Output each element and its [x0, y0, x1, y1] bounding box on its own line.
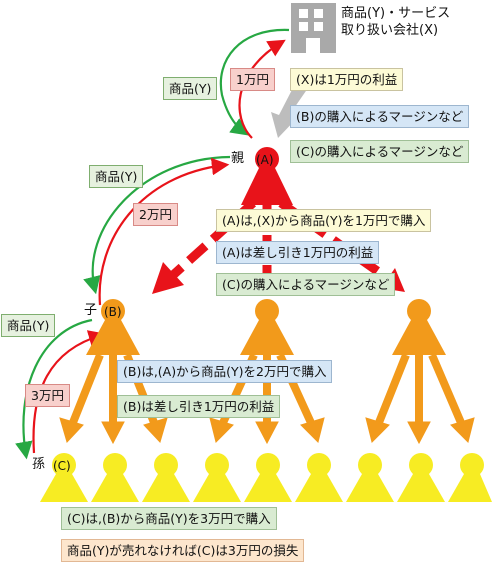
note-c-buys: (C)は,(B)から商品(Y)を3万円で購入	[61, 507, 277, 530]
note-c-margin-mid: (C)の購入によるマージンなど	[216, 273, 396, 296]
grandchild-label: 孫	[32, 457, 46, 472]
price-3-label: 3万円	[25, 384, 70, 407]
product-y-top-label: 商品(Y)	[163, 77, 218, 100]
grandchild-figure-6	[295, 453, 343, 502]
note-x-profit: (X)は1万円の利益	[290, 68, 404, 91]
company-line-1: 商品(Y)・サービス	[341, 6, 451, 21]
note-c-loss: 商品(Y)が売れなければ(C)は3万円の損失	[61, 539, 305, 562]
red-flow-low	[32, 330, 107, 454]
product-y-mid-label: 商品(Y)	[89, 165, 144, 188]
gray-arrow	[271, 82, 308, 138]
green-flow-low	[15, 318, 93, 460]
company-line-2: 取り扱い会社(X)	[341, 23, 439, 38]
grandchild-c-figure	[40, 453, 88, 502]
note-b-margin: (B)の購入によるマージンなど	[290, 105, 470, 128]
note-b-profit: (B)は差し引き1万円の利益	[117, 395, 281, 418]
grandchild-badge: (C)	[53, 459, 71, 473]
grandchild-figure-7	[346, 453, 394, 502]
grandchild-figure-8	[397, 453, 445, 502]
child-badge: (B)	[104, 305, 122, 319]
product-y-low-label: 商品(Y)	[1, 314, 56, 337]
parent-figure	[241, 147, 293, 205]
red-flow-top	[238, 39, 286, 139]
note-b-buys: (B)は,(A)から商品(Y)を2万円で購入	[117, 360, 333, 383]
green-flow-top	[219, 28, 290, 136]
note-c-margin-top: (C)の購入によるマージンなど	[290, 140, 470, 163]
price-2-label: 2万円	[133, 203, 178, 226]
green-flow-mid	[83, 155, 231, 295]
grandchild-figure-3	[142, 453, 190, 502]
red-flow-mid	[98, 157, 230, 306]
note-a-profit: (A)は差し引き1万円の利益	[216, 241, 380, 264]
grandchild-figure-4	[193, 453, 241, 502]
grandchild-figure-2	[91, 453, 139, 502]
child-figure-2	[240, 299, 294, 355]
note-a-buys: (A)は,(X)から商品(Y)を1万円で購入	[216, 209, 432, 232]
grandchild-figure-5	[244, 453, 292, 502]
price-1-label: 1万円	[230, 68, 275, 91]
parent-badge: (A)	[256, 153, 274, 167]
parent-label: 親	[231, 151, 245, 166]
grandchild-figures	[40, 453, 492, 502]
grandchild-figure-9	[448, 453, 492, 502]
building-icon	[291, 3, 336, 53]
child-b-figure	[86, 299, 140, 355]
child-label: 子	[84, 303, 98, 318]
child-figure-3	[392, 299, 446, 355]
company-label: 商品(Y)・サービス 取り扱い会社(X)	[341, 5, 450, 39]
